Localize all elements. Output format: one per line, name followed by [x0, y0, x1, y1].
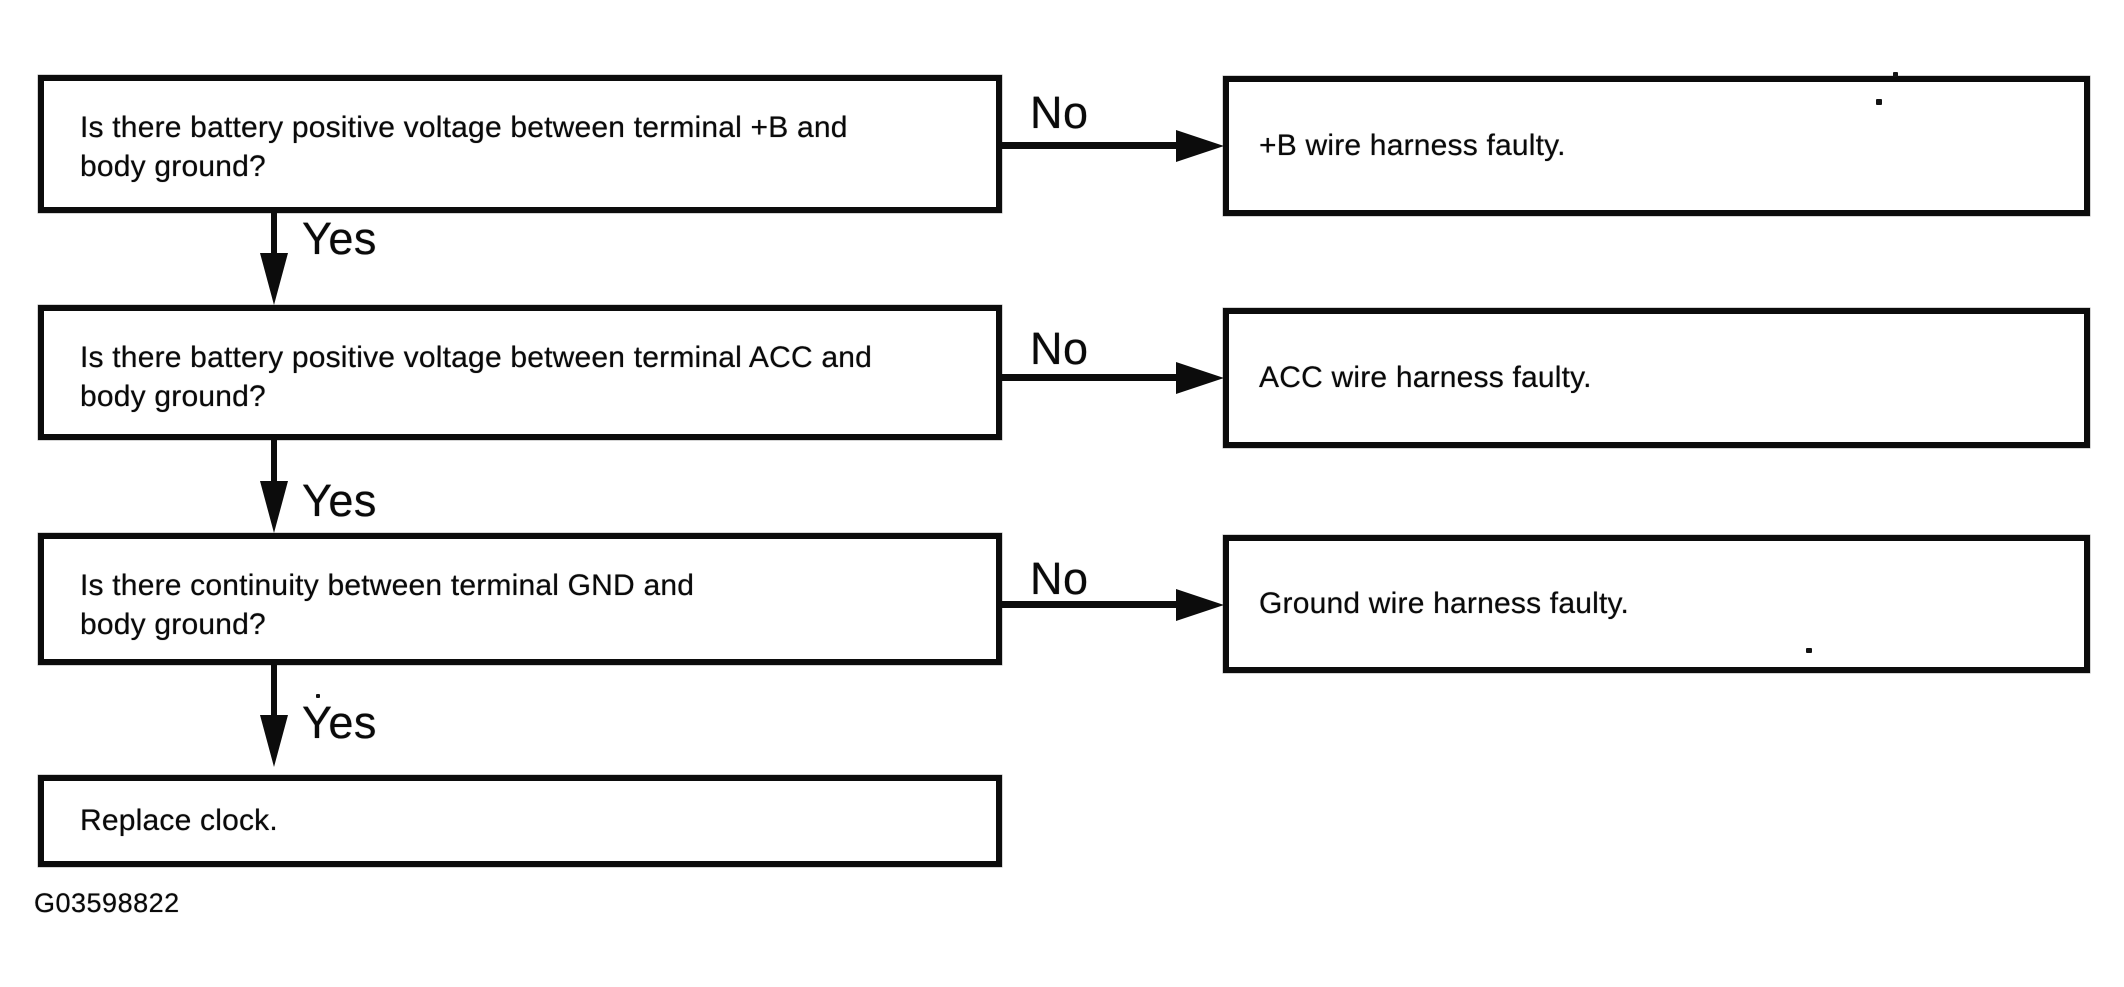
yes-arrowhead-icon-2	[260, 481, 288, 533]
question-1-line-1: Is there battery positive voltage betwee…	[80, 111, 848, 144]
no-arrowhead-icon-3	[1176, 589, 1224, 621]
question-2-line-2: body ground?	[80, 380, 266, 413]
scan-speckle	[316, 694, 320, 698]
question-box-2: Is there battery positive voltage betwee…	[38, 305, 1002, 440]
question-3-line-1: Is there continuity between terminal GND…	[80, 569, 695, 602]
result-box-1: +B wire harness faulty.	[1223, 76, 2090, 216]
yes-label-1: Yes	[302, 213, 377, 264]
yes-arrowhead-icon-3	[260, 715, 288, 767]
no-connector-line-2	[1002, 374, 1178, 381]
final-action-box: Replace clock.	[38, 775, 1002, 867]
figure-id: G03598822	[34, 888, 180, 918]
yes-arrowhead-icon-1	[260, 253, 288, 305]
result-3-text: Ground wire harness faulty.	[1259, 587, 1630, 620]
no-label-1: No	[1030, 87, 1089, 138]
result-2-text: ACC wire harness faulty.	[1259, 361, 1592, 394]
no-arrowhead-icon-2	[1176, 362, 1224, 394]
no-connector-line-3	[1002, 601, 1178, 608]
final-action-text: Replace clock.	[80, 804, 278, 837]
yes-connector-line-2	[271, 440, 277, 486]
result-box-2: ACC wire harness faulty.	[1223, 308, 2090, 448]
scan-speckle	[1806, 648, 1812, 653]
yes-label-3: Yes	[302, 697, 377, 748]
no-arrowhead-icon-1	[1176, 130, 1224, 162]
yes-connector-line-3	[271, 665, 277, 720]
result-box-3: Ground wire harness faulty.	[1223, 535, 2090, 673]
question-1-line-2: body ground?	[80, 150, 266, 183]
scan-speckle	[1893, 72, 1898, 77]
no-label-3: No	[1030, 553, 1089, 604]
no-connector-line-1	[1002, 142, 1178, 149]
no-label-2: No	[1030, 323, 1089, 374]
question-3-line-2: body ground?	[80, 608, 266, 641]
question-2-line-1: Is there battery positive voltage betwee…	[80, 341, 873, 374]
yes-connector-line-1	[271, 213, 277, 259]
scan-speckle	[1876, 99, 1882, 105]
yes-label-2: Yes	[302, 475, 377, 526]
question-box-1: Is there battery positive voltage betwee…	[38, 75, 1002, 213]
result-1-text: +B wire harness faulty.	[1259, 129, 1566, 162]
question-box-3: Is there continuity between terminal GND…	[38, 533, 1002, 665]
